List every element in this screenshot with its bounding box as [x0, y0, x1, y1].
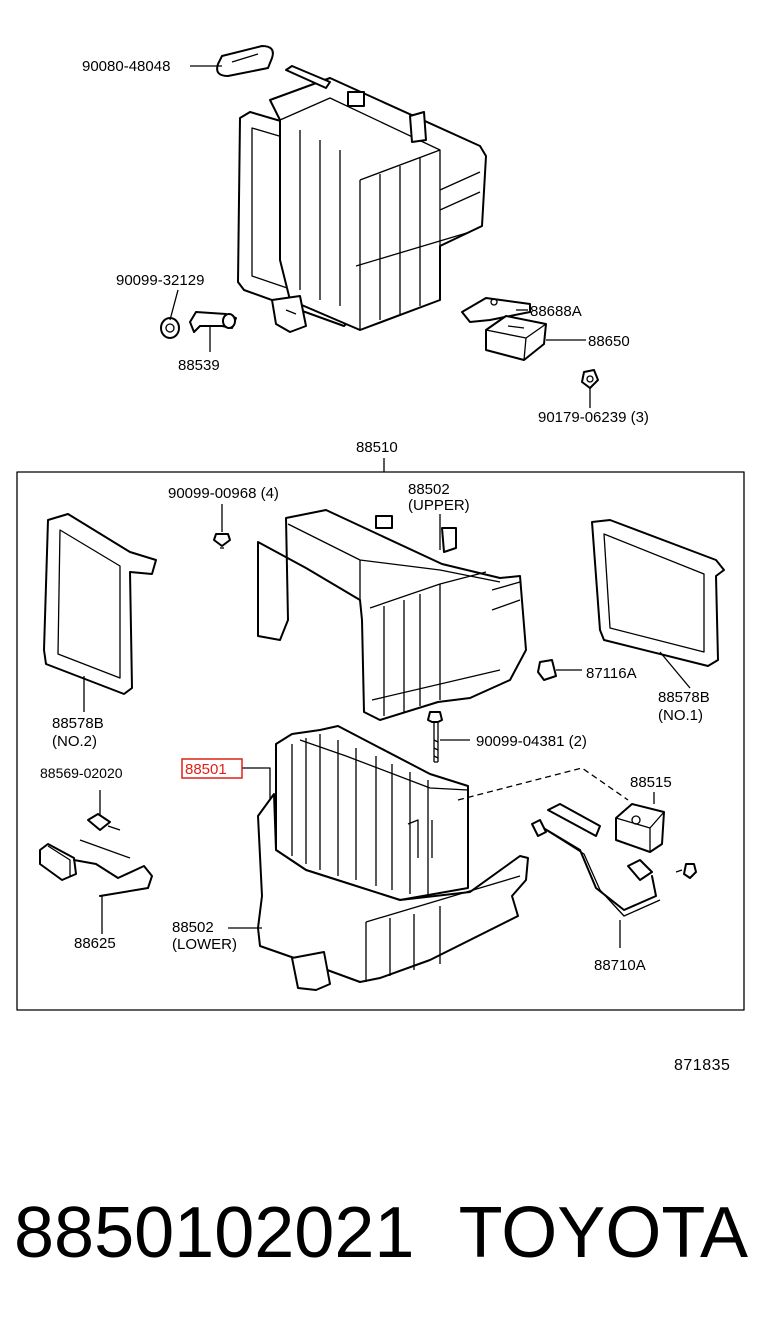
label-88650: 88650 [588, 333, 630, 350]
label-88502-lower-sub: (LOWER) [172, 936, 237, 953]
part-labels: 90080-48048 90099-32129 88539 88688A 886… [40, 58, 710, 974]
label-90099-00968: 90099-00968 (4) [168, 485, 279, 502]
label-88501: 88501 [185, 761, 227, 778]
assembly-frame [16, 471, 745, 1011]
label-90080-48048: 90080-48048 [82, 58, 170, 75]
diagram-reference-number: 871835 [674, 1057, 731, 1074]
brand-name: TOYOTA [458, 1193, 748, 1273]
dashed-leader [457, 767, 629, 801]
label-88578b-no1-sub: (NO.1) [658, 707, 703, 724]
bracket-part [461, 297, 531, 323]
footer: 8850102021 TOYOTA [14, 1188, 750, 1278]
connector-part [485, 315, 547, 361]
evaporator-part [275, 725, 469, 901]
top-assembly-drawing [216, 45, 487, 333]
upper-case-part [257, 509, 527, 721]
label-88578b-no1: 88578B [658, 689, 710, 706]
label-90099-04381: 90099-04381 (2) [476, 733, 587, 750]
valve-part [615, 803, 665, 853]
frame-no2-part [43, 513, 157, 695]
highlight-box [181, 758, 243, 779]
lower-case-part [257, 793, 529, 991]
part-number: 8850102021 [14, 1193, 415, 1273]
hose-part [189, 311, 237, 333]
top-leader-lines [169, 65, 591, 408]
nut-part [581, 369, 599, 389]
label-88578b-no2: 88578B [52, 715, 104, 732]
label-88502-upper: 88502 [408, 481, 450, 498]
label-90099-32129: 90099-32129 [116, 272, 204, 289]
label-88510: 88510 [356, 439, 398, 456]
label-88539: 88539 [178, 357, 220, 374]
frame-no1-part [591, 519, 725, 667]
harness-part [39, 839, 153, 897]
label-88502-lower: 88502 [172, 919, 214, 936]
label-88502-upper-sub: (UPPER) [408, 497, 470, 514]
grommet-part [216, 45, 274, 77]
bolt-part [427, 711, 443, 763]
tube-part [531, 803, 697, 917]
label-88688a: 88688A [530, 303, 582, 320]
label-88710a: 88710A [594, 957, 646, 974]
frame-no1-leader [659, 651, 691, 689]
evaporator-leader [242, 767, 271, 800]
label-88625: 88625 [74, 935, 116, 952]
label-90179-06239: 90179-06239 (3) [538, 409, 649, 426]
clip-part [537, 659, 557, 681]
label-88578b-no2-sub: (NO.2) [52, 733, 97, 750]
label-87116a: 87116A [586, 665, 637, 682]
label-88515: 88515 [630, 774, 672, 791]
clamp-part [160, 317, 180, 339]
screw-part [213, 504, 231, 549]
parts-diagram: 90080-48048 90099-32129 88539 88688A 886… [16, 45, 745, 1011]
label-88569-02020: 88569-02020 [40, 765, 123, 781]
thermistor-part [87, 790, 121, 831]
